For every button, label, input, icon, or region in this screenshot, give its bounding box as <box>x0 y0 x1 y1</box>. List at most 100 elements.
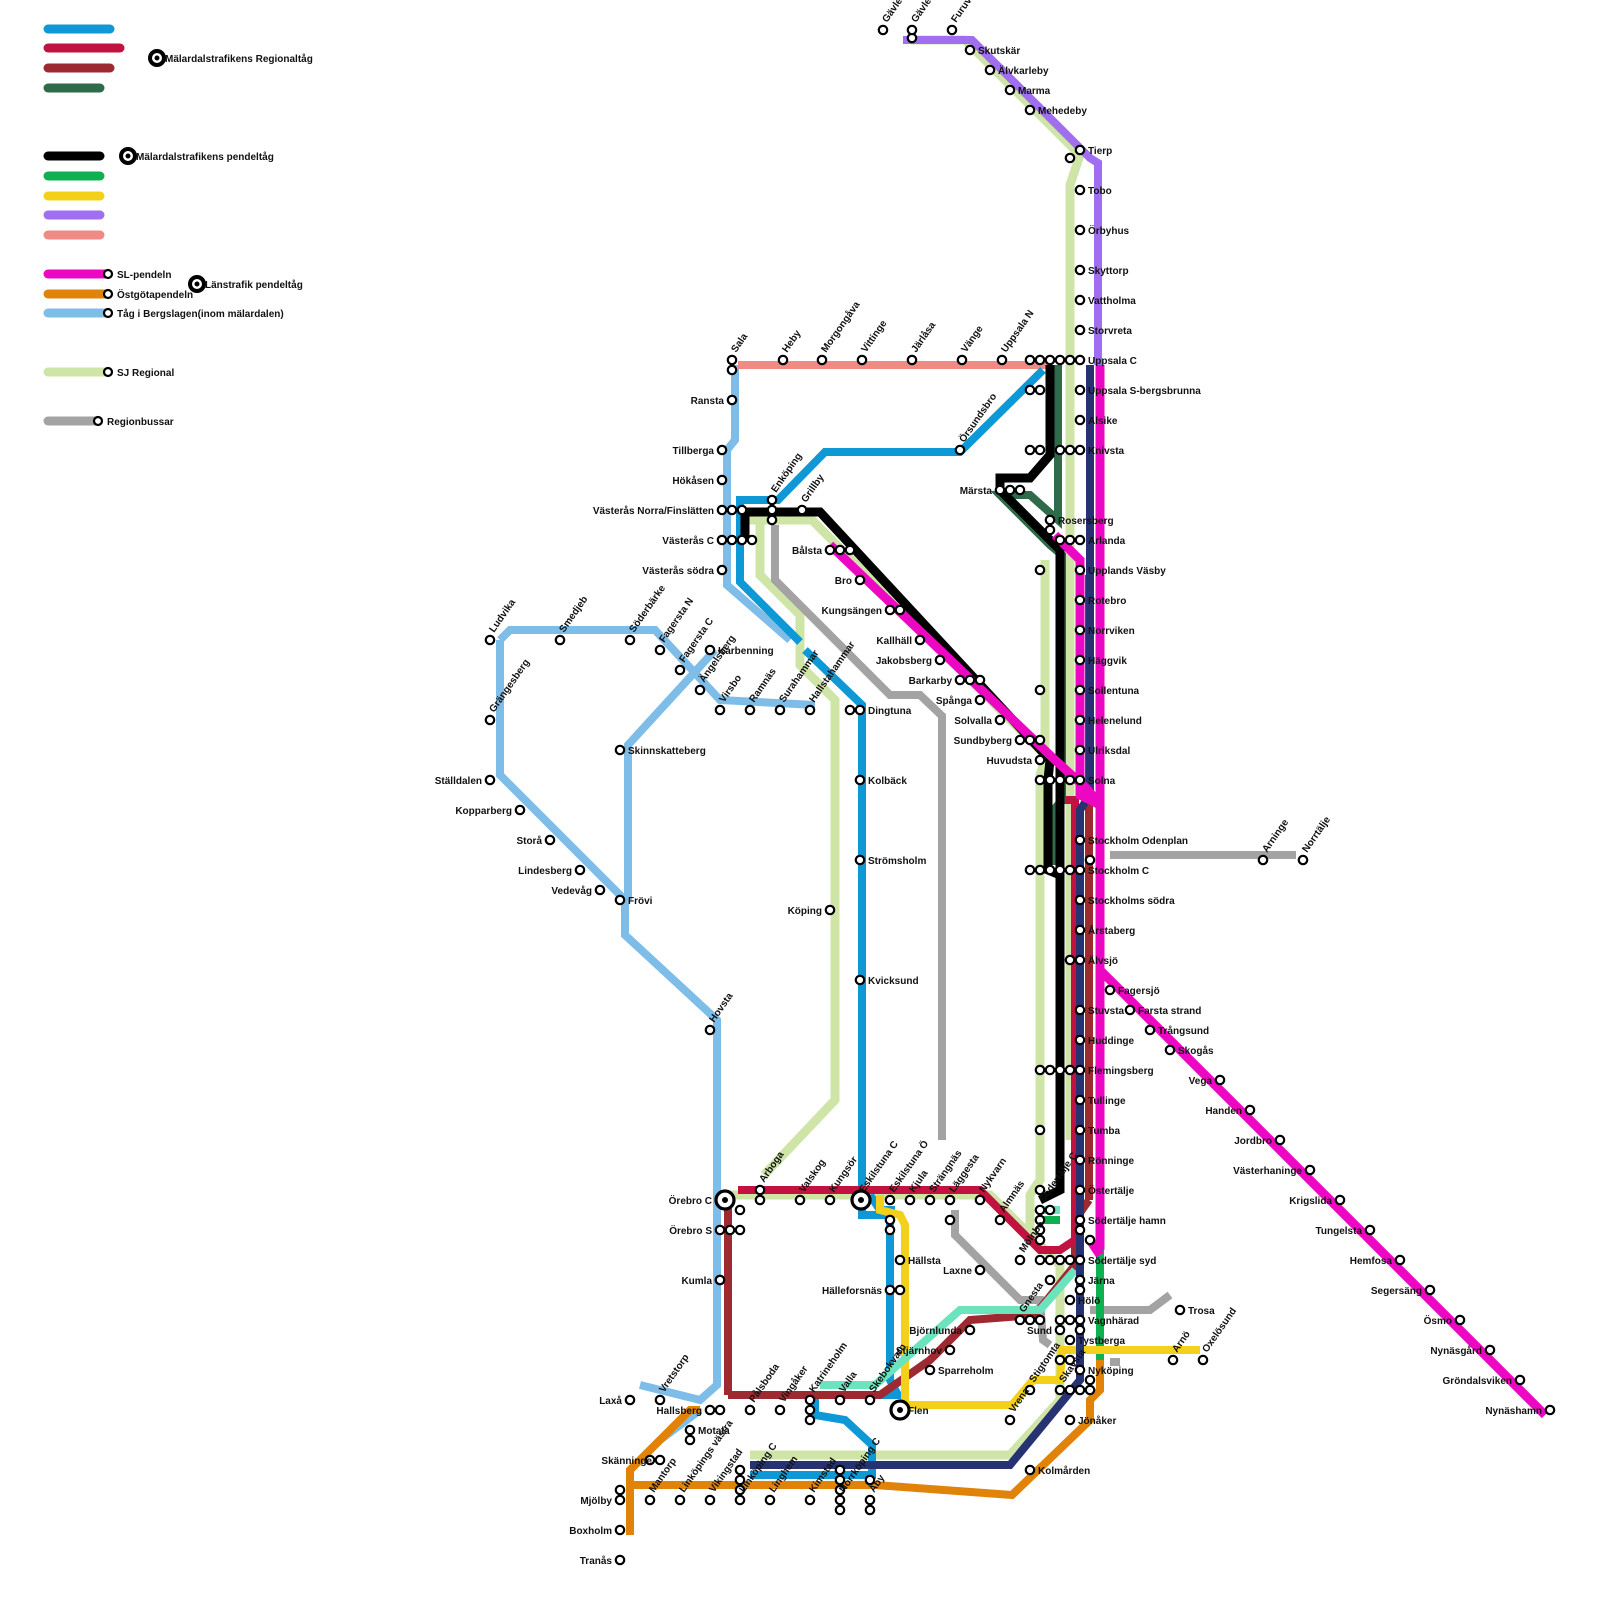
station-linkopings-vastra <box>674 1494 686 1506</box>
route-bus-segment-1 <box>771 525 946 1140</box>
station-kungsangen-platform <box>894 604 906 616</box>
station-rotebro <box>1074 594 1086 606</box>
station-heby <box>777 354 789 366</box>
station-label-sodertalje-hamn: Södertälje hamn <box>1088 1216 1166 1227</box>
station-label-vasteras-sodra: Västerås södra <box>642 565 714 577</box>
station-label-skyttorp: Skyttorp <box>1088 266 1129 277</box>
station-label-kumla: Kumla <box>681 1276 712 1287</box>
station-label-nykoping: Nyköping <box>1088 1366 1134 1377</box>
station-sollentuna-platform <box>1034 684 1046 696</box>
station-norrtalje <box>1297 854 1309 866</box>
station-hallsberg-platform <box>714 1404 726 1416</box>
station-dingtuna <box>854 704 866 716</box>
station-label-uppsala-n: Uppsala N <box>999 308 1036 354</box>
route-lines <box>496 35 1549 1535</box>
station-label-arninge: Arninge <box>1260 817 1291 855</box>
station-label-orebro-c: Örebro C <box>669 1194 712 1207</box>
station-vasteras-norra-finslatten <box>716 504 728 516</box>
station-sala <box>726 354 738 366</box>
station-trangsund <box>1144 1024 1156 1036</box>
station-label-hallsberg: Hallsberg <box>656 1406 702 1417</box>
station-sodertalje-hamn-platform <box>1084 1234 1096 1246</box>
station-aby <box>864 1494 876 1506</box>
station-label-tullinge: Tullinge <box>1088 1096 1126 1107</box>
station-strangnas <box>924 1194 936 1206</box>
station-valskog <box>794 1194 806 1206</box>
interchange-hub-center <box>722 1197 728 1203</box>
station-label-ostertalje: Östertälje <box>1088 1184 1135 1197</box>
station-orebro-s-platform <box>724 1224 736 1236</box>
station-kjula <box>904 1194 916 1206</box>
station-stockholm-c-platform <box>1054 864 1066 876</box>
station-ulriksdal <box>1074 744 1086 756</box>
station-laxne <box>974 1264 986 1276</box>
station-bjornlunda <box>964 1324 976 1336</box>
station-label-skinnskatteberg: Skinnskatteberg <box>628 746 706 757</box>
station-jarna-platform <box>1044 1274 1056 1286</box>
station-label-handen: Handen <box>1205 1106 1242 1117</box>
station-flemingsberg-platform <box>1064 1064 1076 1076</box>
station-label-fagersta-n: Fagersta N <box>657 596 696 645</box>
station-skutskar <box>964 44 976 56</box>
station-label-ransta: Ransta <box>691 396 725 407</box>
station-label-skutskar: Skutskär <box>978 46 1020 57</box>
station-orsundsbro <box>954 444 966 456</box>
station-label-kungsangen: Kungsängen <box>821 606 882 617</box>
station-knivsta <box>1074 444 1086 456</box>
station-upplands-vasby <box>1074 564 1086 576</box>
station-gavle-c <box>906 24 918 36</box>
station-label-helenelund: Helenelund <box>1088 716 1142 727</box>
station-fagersta-n <box>654 644 666 656</box>
station-arlanda-platform <box>1064 534 1076 546</box>
station-label-osmo: Ösmo <box>1424 1314 1452 1327</box>
station-norrkoping-c-platform <box>834 1474 846 1486</box>
station-tullinge <box>1074 1094 1086 1106</box>
legend-label-bus: Regionbussar <box>107 417 174 428</box>
station-label-motala: Motala <box>698 1426 730 1437</box>
station-stjarnhov <box>944 1344 956 1356</box>
station-vagnharad <box>1074 1314 1086 1326</box>
station-hallsta <box>894 1254 906 1266</box>
station-skavsta-platform <box>1064 1384 1076 1396</box>
station-linkoping-c-platform <box>734 1484 746 1496</box>
station-oxelosund <box>1197 1354 1209 1366</box>
station-katrineholm-platform <box>804 1404 816 1416</box>
station-skebokvarn <box>864 1394 876 1406</box>
legend-station-icon <box>102 288 114 300</box>
station-label-lindesberg: Lindesberg <box>518 866 572 877</box>
legend-station-icon <box>92 415 104 427</box>
route-purple-gavle-segment-1 <box>903 36 1102 365</box>
station-sodertalje-c-platform <box>1044 1204 1056 1216</box>
station-alvsjo <box>1074 954 1086 966</box>
station-grangesberg <box>484 714 496 726</box>
station-helenelund <box>1074 714 1086 726</box>
station-stalldalen <box>484 774 496 786</box>
station-krigslida <box>1334 1194 1346 1206</box>
station-label-upplands-vasby: Upplands Väsby <box>1088 566 1166 577</box>
station-frovi <box>614 894 626 906</box>
station-label-furuvik: Furuvik <box>949 0 979 25</box>
station-bro <box>854 574 866 586</box>
station-label-tierp: Tierp <box>1088 146 1112 157</box>
station-barkarby-platform <box>974 674 986 686</box>
station-uppsala-s-bergsbrunna <box>1074 384 1086 396</box>
station-vega <box>1214 1074 1226 1086</box>
station-sundbyberg-platform <box>1034 734 1046 746</box>
station-solna-platform <box>1054 774 1066 786</box>
station-koping <box>824 904 836 916</box>
station-gnesta <box>1014 1314 1026 1326</box>
station-orebro-s <box>714 1224 726 1236</box>
station-angelsberg <box>694 684 706 696</box>
station-skinnskatteberg <box>614 744 626 756</box>
station-sodertalje-syd-platform <box>1044 1254 1056 1266</box>
station-skyttorp <box>1074 264 1086 276</box>
station-hallstahammar <box>804 704 816 716</box>
station-label-jarlasa: Järlåsa <box>909 319 939 354</box>
station-uppsala-n <box>996 354 1008 366</box>
station-nykoping-platform <box>1064 1354 1076 1366</box>
station-tungelsta <box>1364 1224 1376 1236</box>
station-label-hokasen: Hökåsen <box>672 475 714 487</box>
station-nykoping-platform <box>1054 1354 1066 1366</box>
station-halleforsnas-platform <box>894 1284 906 1296</box>
station-sodertalje-syd <box>1074 1254 1086 1266</box>
